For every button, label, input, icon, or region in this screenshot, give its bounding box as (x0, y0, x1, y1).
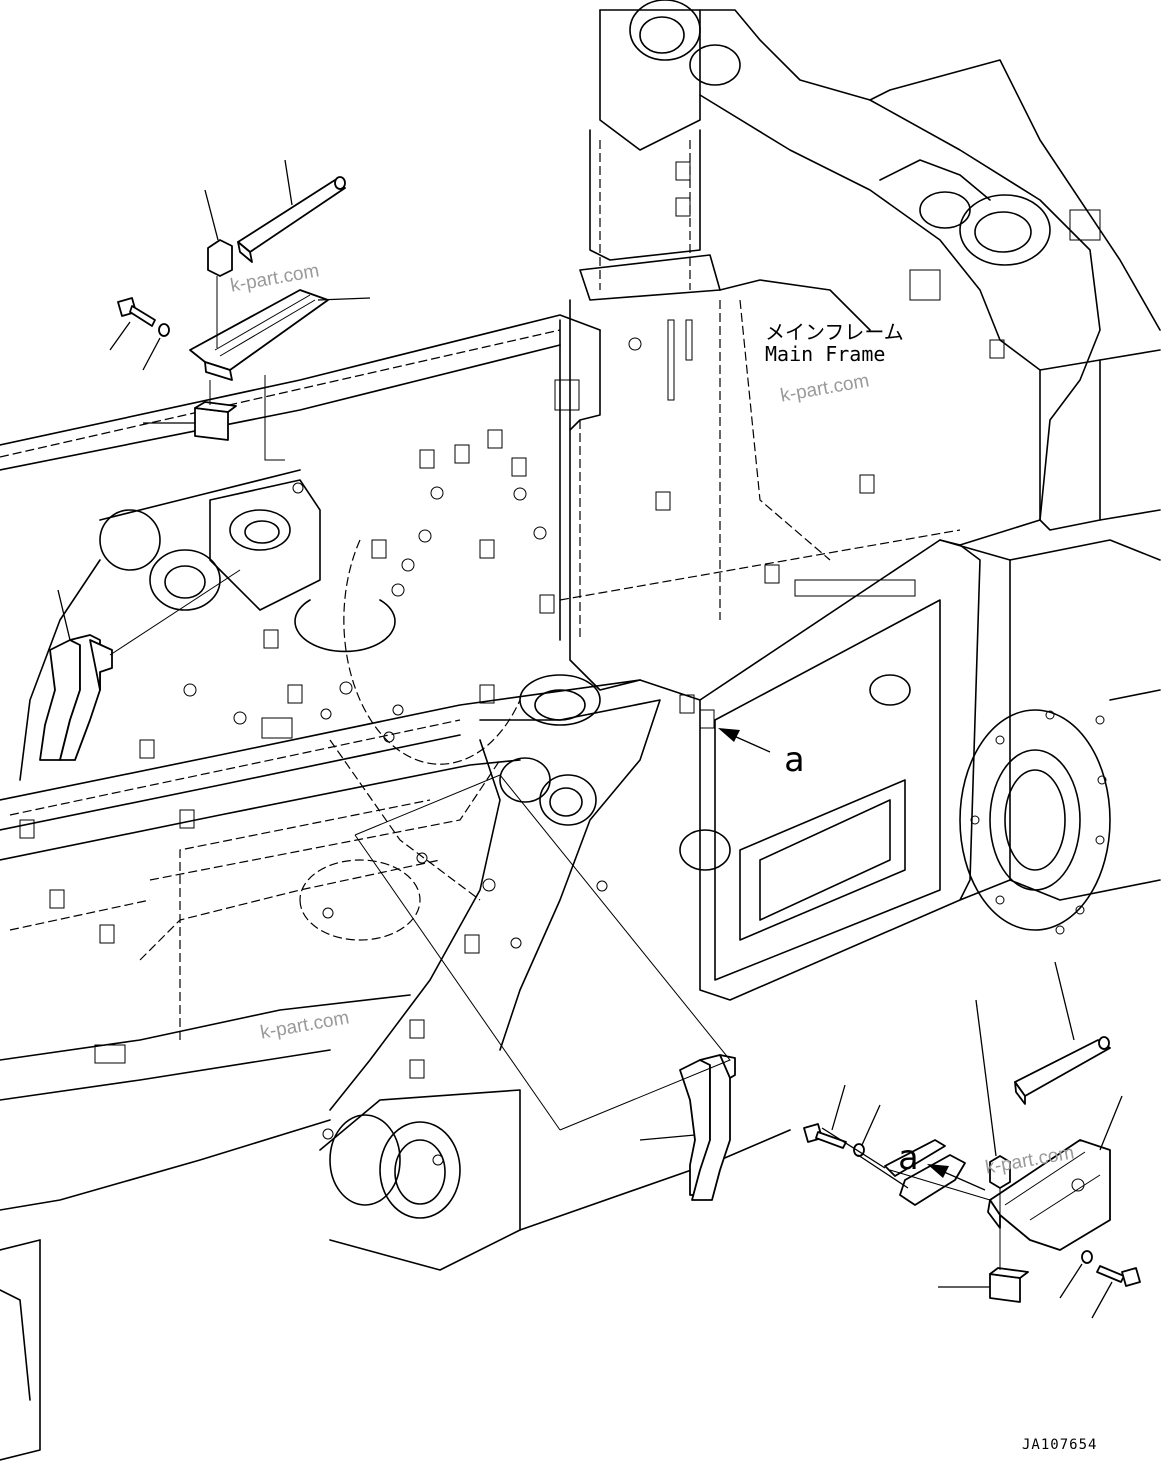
part-group-bottom-right (803, 961, 1141, 1319)
washer-top (158, 323, 170, 337)
square-pipe-bottom (1014, 1036, 1111, 1105)
leader-line (1059, 1263, 1083, 1299)
pad-block-bottom (989, 1267, 1029, 1303)
arrow-callout-a-frame (718, 728, 771, 753)
leader-line (861, 1104, 881, 1146)
leader-line (204, 189, 219, 241)
leader-line (1091, 1281, 1113, 1319)
leader-line (1099, 1095, 1123, 1151)
leader-line (1054, 961, 1075, 1041)
washer-bottom-right (1081, 1250, 1093, 1264)
square-pipe-top (237, 176, 346, 263)
leader-line (821, 1127, 886, 1169)
leader-line (109, 321, 131, 351)
leader-line (317, 297, 371, 301)
arrow-callout-a-detail (927, 1164, 986, 1191)
center-bracket-part (354, 774, 736, 1201)
leader-line (284, 159, 293, 206)
main-frame-label-en: Main Frame (765, 342, 886, 366)
part-group-top-left (109, 159, 371, 461)
leader-line (142, 337, 161, 371)
bolt-top (117, 297, 156, 327)
leader-line (975, 999, 997, 1157)
bracket-channel-top (189, 289, 329, 381)
leader-line (857, 1154, 909, 1189)
cover-plate (884, 1139, 966, 1206)
bolt-bottom-right (1096, 1265, 1141, 1287)
leader-line (639, 1134, 696, 1141)
spacer-block-top (207, 239, 233, 277)
spacer-block-bottom (989, 1155, 1011, 1189)
pad-block-top (194, 401, 237, 441)
leader-line (57, 589, 71, 641)
main-frame-label-jp: メインフレーム (765, 320, 904, 344)
left-bracket-part (39, 569, 241, 761)
view-callout-detail: a (898, 1138, 919, 1178)
drawing-number: JA107654 (1022, 1437, 1098, 1453)
bolt-bottom-left (803, 1123, 847, 1149)
leader-line (831, 1084, 846, 1131)
view-callout-frame: a (784, 740, 805, 780)
